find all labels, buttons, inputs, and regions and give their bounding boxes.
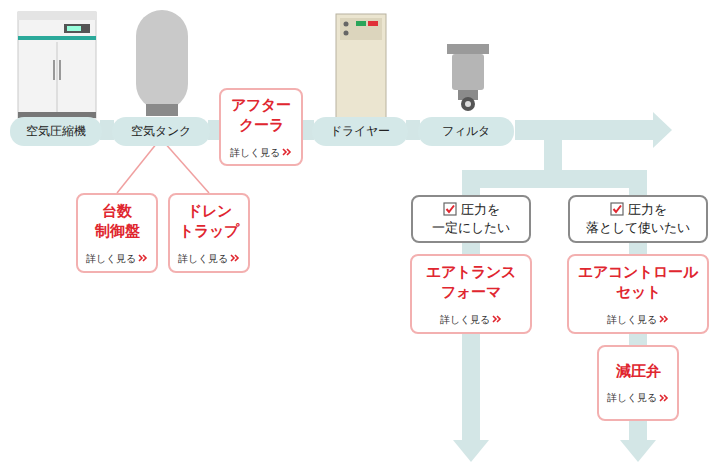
equipment-name: 空気圧縮機 — [26, 123, 86, 139]
branch-arrow — [620, 440, 656, 462]
detail-link: 詳しく見る — [178, 252, 240, 266]
chevron-icon — [282, 148, 292, 156]
pipe-band — [515, 120, 655, 140]
pipe-arrow — [653, 112, 672, 148]
leader-connector — [167, 146, 209, 194]
product-name: アフター クーラ — [227, 95, 295, 136]
leader-connector — [117, 146, 155, 194]
product-name: エアトランス フォーマ — [418, 262, 524, 303]
checkbox-icon — [443, 202, 457, 216]
chevron-icon — [230, 254, 240, 262]
dryer-illustration — [336, 14, 386, 118]
equipment-label: フィルタ — [418, 117, 514, 146]
detail-link: 詳しく見る — [86, 252, 148, 266]
product-box: エアトランス フォーマ詳しく見る — [410, 254, 532, 334]
condition-text: 圧力を 落として使いたい — [586, 202, 690, 235]
branch-band — [462, 170, 647, 188]
product-box: 台数 制御盤詳しく見る — [76, 193, 158, 273]
equipment-name: フィルタ — [442, 123, 490, 139]
product-name: 台数 制御盤 — [84, 201, 150, 242]
condition-box: 圧力を 落として使いたい — [568, 195, 708, 243]
condition-line: 圧力を 落として使いたい — [576, 201, 700, 236]
detail-text: 詳しく見る — [440, 313, 490, 327]
product-box: アフター クーラ詳しく見る — [219, 88, 303, 166]
product-box: エアコントロール セット詳しく見る — [567, 254, 709, 334]
equipment-label: 空気タンク — [112, 117, 210, 146]
chevron-icon — [492, 315, 502, 323]
chevron-icon — [659, 315, 669, 323]
detail-link: 詳しく見る — [230, 146, 292, 160]
condition-box: 圧力を 一定にしたい — [411, 195, 531, 243]
product-name: エアコントロール セット — [575, 262, 701, 303]
detail-link: 詳しく見る — [440, 313, 502, 327]
equipment-name: 空気タンク — [131, 123, 191, 139]
product-box: ドレン トラップ詳しく見る — [168, 193, 250, 273]
chevron-icon — [138, 254, 148, 262]
tank-illustration — [136, 10, 188, 116]
detail-text: 詳しく見る — [86, 252, 136, 266]
condition-line: 圧力を 一定にしたい — [419, 201, 523, 236]
chevron-icon — [659, 394, 669, 402]
equipment-label: 空気圧縮機 — [10, 117, 102, 146]
product-box: 減圧弁詳しく見る — [597, 345, 679, 421]
filter-illustration — [447, 44, 489, 111]
equipment-label: ドライヤー — [312, 117, 408, 146]
detail-text: 詳しく見る — [178, 252, 228, 266]
branch-arrow — [453, 440, 489, 462]
detail-text: 詳しく見る — [230, 146, 280, 160]
checkbox-icon — [610, 202, 624, 216]
product-name: ドレン トラップ — [176, 201, 242, 242]
detail-link: 詳しく見る — [607, 313, 669, 327]
branch-band — [544, 138, 562, 174]
detail-link: 詳しく見る — [607, 391, 669, 405]
detail-text: 詳しく見る — [607, 391, 657, 405]
equipment-name: ドライヤー — [330, 123, 390, 139]
compressor-illustration — [18, 12, 96, 118]
detail-text: 詳しく見る — [607, 313, 657, 327]
product-name: 減圧弁 — [616, 361, 661, 381]
